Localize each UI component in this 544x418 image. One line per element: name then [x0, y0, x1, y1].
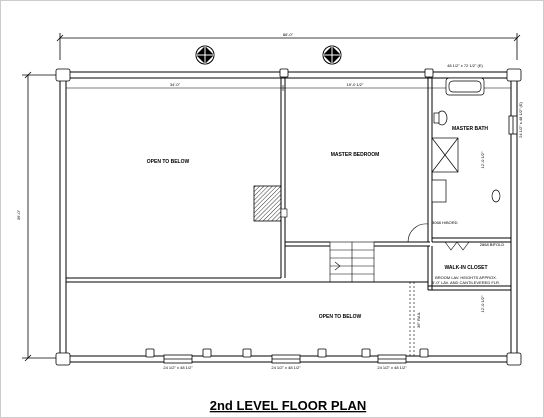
door-closet-note: 2868 BIFOLD — [480, 242, 505, 247]
railing-dashes — [409, 282, 415, 356]
bath-fixtures — [431, 77, 501, 203]
log-notches — [55, 68, 522, 366]
right-window — [508, 115, 518, 135]
dim-top-middle: 19'-0 1/2" — [347, 82, 364, 87]
door-bedroom-note: 3068 H/BORD — [432, 220, 458, 225]
bath-depth-label: 12'-0 1/2" — [480, 151, 485, 168]
room-master-bath: MASTER BATH — [452, 126, 488, 132]
overall-depth-label: 36'-0" — [16, 209, 21, 220]
bottom-windows — [163, 354, 407, 364]
closet-depth-label: 12'-0 1/2" — [480, 295, 485, 312]
ceiling-note-2: 5'-0" LAV. AND CANTILEVERED FLR. — [432, 280, 500, 285]
window-1-label: 24 1/2" x 48 1/2" — [163, 365, 193, 370]
chimney-notch — [280, 208, 288, 218]
chimney-hatch — [253, 185, 282, 222]
overall-width-label: 86'-0" — [283, 32, 294, 37]
interior-walls — [66, 78, 511, 291]
stairs — [329, 241, 375, 283]
tub-size-label: 48 1/2" x 72 1/2" (E) — [447, 63, 483, 68]
overall-width-dimension — [56, 33, 521, 60]
room-walk-in-closet: WALK-IN CLOSET — [444, 265, 487, 271]
window-3-label: 24 1/2" x 48 1/2" — [377, 365, 407, 370]
room-open-to-below-left: OPEN TO BELOW — [147, 159, 190, 165]
room-master-bedroom: MASTER BEDROOM — [331, 152, 380, 158]
ceiling-note-1: BROOM LAV. HEIGHTS APPROX. — [435, 275, 497, 280]
bedroom-door — [407, 223, 429, 243]
right-window-label: 24 1/2" x 48 1/2" (E) — [518, 101, 523, 137]
dim-top-left: 34'-0" — [170, 82, 181, 87]
section-marker-right — [322, 45, 342, 65]
plan-title: 2nd LEVEL FLOOR PLAN — [210, 398, 367, 413]
rail-height-label: 36" RAIL — [416, 311, 421, 328]
room-open-to-below-bottom: OPEN TO BELOW — [319, 314, 362, 320]
inner-top-dimension — [65, 85, 512, 91]
closet-door — [444, 241, 470, 251]
exterior-walls — [59, 71, 518, 363]
overall-depth-dimension — [22, 71, 62, 362]
section-marker-left — [195, 45, 215, 65]
window-2-label: 24 1/2" x 48 1/2" — [271, 365, 301, 370]
